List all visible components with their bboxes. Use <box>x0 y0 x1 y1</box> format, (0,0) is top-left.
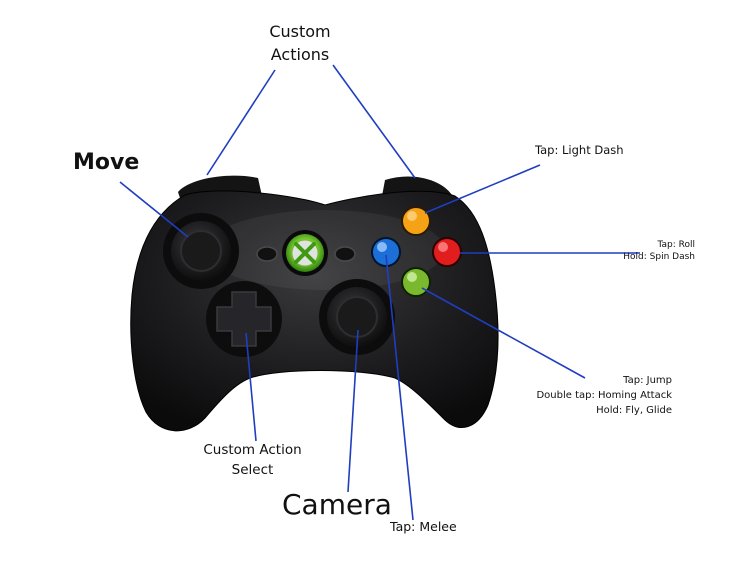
left-stick[interactable] <box>163 213 239 289</box>
camera-line <box>347 329 359 493</box>
camera-label: Camera <box>282 488 392 521</box>
controller-body <box>130 175 499 432</box>
melee-label: Tap: Melee <box>390 519 457 534</box>
light-dash-label: Tap: Light Dash <box>535 143 624 157</box>
custom-actions-line1: Custom <box>269 22 331 41</box>
move-label: Move <box>73 150 140 175</box>
guide-button[interactable] <box>282 230 328 276</box>
jump-line3: Hold: Fly, Glide <box>596 405 672 416</box>
custom-actions-left-line <box>206 69 276 176</box>
custom-action-select-label: Custom Action Select <box>195 440 310 480</box>
jump-line1: Tap: Jump <box>623 375 672 386</box>
roll-line2: Hold: Spin Dash <box>623 252 695 262</box>
custom-action-select-line <box>245 332 257 442</box>
custom-actions-label: Custom Actions <box>255 20 345 66</box>
custom-actions-line2: Actions <box>270 45 330 64</box>
jump-line <box>421 287 586 379</box>
custom-action-select-line1: Custom Action <box>203 442 302 458</box>
xbox-logo-icon <box>294 242 316 264</box>
back-button[interactable] <box>256 246 278 262</box>
dpad[interactable] <box>206 281 282 357</box>
leader-lines <box>119 64 640 521</box>
move-line <box>119 181 189 238</box>
roll-line1: Tap: Roll <box>657 240 696 250</box>
jump-line2: Double tap: Homing Attack <box>536 390 672 401</box>
jump-label: Tap: Jump Double tap: Homing Attack Hold… <box>530 373 672 418</box>
custom-actions-right-line <box>332 64 416 179</box>
custom-action-select-line2: Select <box>231 462 274 478</box>
start-button[interactable] <box>334 246 356 262</box>
a-button[interactable] <box>401 267 431 297</box>
roll-label: Tap: Roll Hold: Spin Dash <box>570 239 695 263</box>
y-button[interactable] <box>401 206 431 236</box>
light-dash-line <box>424 164 541 214</box>
x-button[interactable] <box>371 237 401 267</box>
b-button[interactable] <box>432 237 462 267</box>
melee-line <box>385 254 414 521</box>
